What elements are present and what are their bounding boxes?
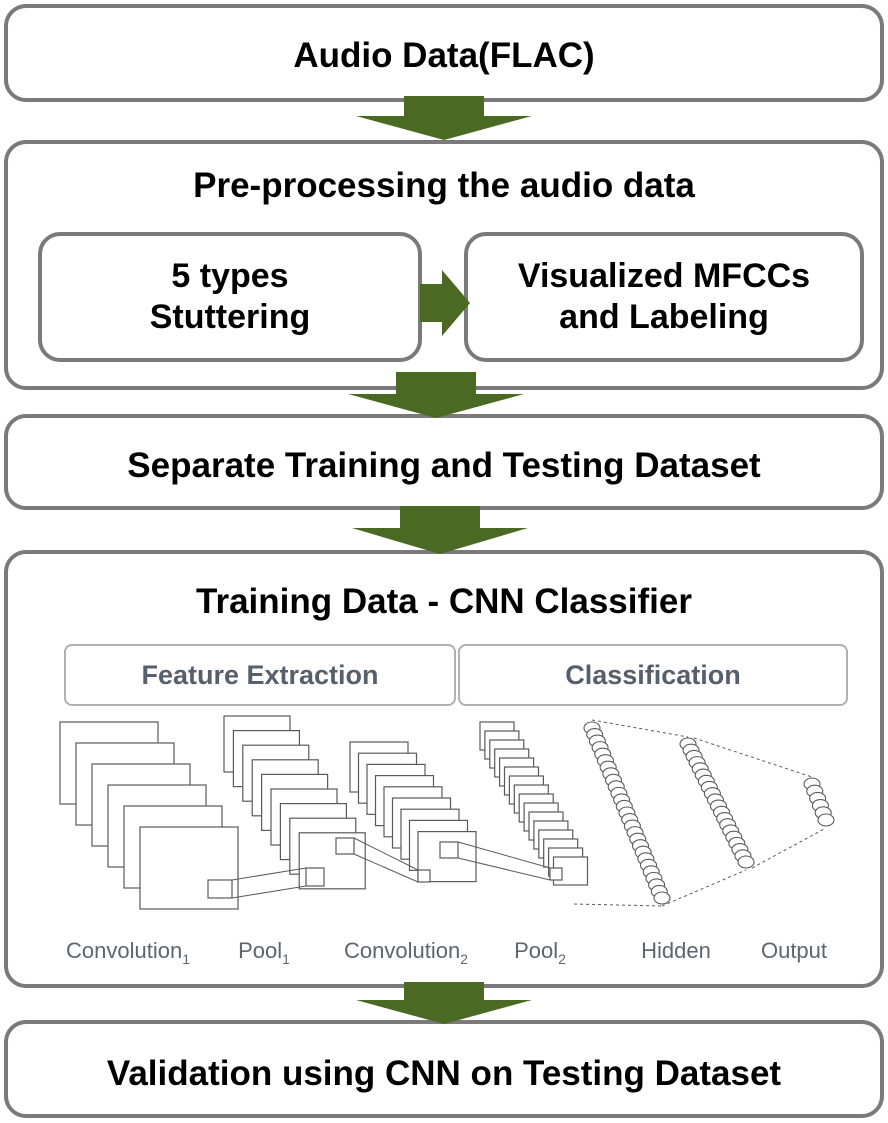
dense-neuron — [653, 891, 671, 905]
layer-caption-pool-1: Pool1 — [238, 938, 290, 967]
mfcc-line-1: Visualized MFCCs — [517, 257, 811, 296]
cnn-training-title: Training Data - CNN Classifier — [196, 582, 692, 621]
mfcc-line-2: and Labeling — [559, 298, 769, 336]
hidden-neuron — [737, 855, 755, 869]
connection-line — [231, 867, 307, 881]
mfcc-labeling-box: Visualized MFCCs and Labeling — [464, 232, 864, 362]
validation-box: Validation using CNN on Testing Dataset — [4, 1020, 884, 1118]
receptive-field-box — [549, 867, 563, 881]
right-arrow — [420, 270, 470, 336]
output-neuron — [817, 813, 835, 827]
feature-extraction-header: Feature Extraction — [64, 644, 456, 706]
connection-line — [457, 841, 551, 869]
receptive-field-box — [305, 867, 325, 887]
down-arrow-3 — [352, 506, 528, 554]
dense-connection — [661, 869, 747, 907]
stuttering-line-1: 5 types — [171, 257, 289, 296]
receptive-field-box — [439, 841, 459, 859]
layer-caption-convolution-1: Convolution1 — [66, 938, 190, 967]
stuttering-line-2: Stuttering — [149, 298, 311, 336]
preprocess-title: Pre-processing the audio data — [193, 166, 695, 205]
dense-connection — [591, 719, 689, 738]
classification-header: Classification — [458, 644, 848, 706]
layer-caption-output: Output — [761, 938, 827, 963]
layer-caption-convolution-2: Convolution2 — [344, 938, 468, 967]
layer-caption-hidden: Hidden — [641, 938, 711, 963]
audio-data-title: Audio Data(FLAC) — [293, 36, 595, 75]
down-arrow-2 — [348, 372, 524, 418]
down-arrow-4 — [356, 982, 532, 1024]
separate-dataset-box: Separate Training and Testing Dataset — [4, 414, 884, 510]
connection-line — [353, 853, 419, 883]
validation-title: Validation using CNN on Testing Dataset — [106, 1054, 782, 1093]
dense-connection — [693, 737, 813, 778]
layer-caption-pool-2: Pool2 — [514, 938, 566, 967]
receptive-field-box — [417, 869, 431, 883]
dense-connection — [751, 827, 827, 869]
dense-connection — [573, 903, 663, 907]
connection-line — [231, 885, 307, 899]
receptive-field-box — [207, 879, 233, 899]
down-arrow-1 — [356, 96, 532, 140]
receptive-field-box — [335, 837, 355, 855]
connection-line — [353, 837, 419, 871]
stuttering-types-box: 5 types Stuttering — [38, 232, 422, 362]
separate-dataset-title: Separate Training and Testing Dataset — [127, 446, 761, 485]
connection-line — [457, 857, 551, 881]
audio-data-box: Audio Data(FLAC) — [4, 4, 884, 102]
